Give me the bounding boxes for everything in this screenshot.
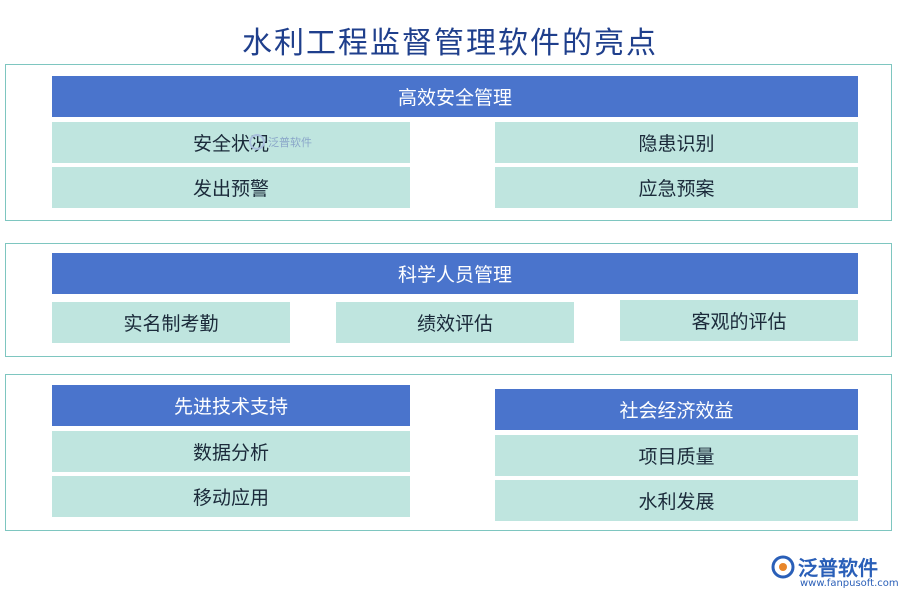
item-realname-attendance: 实名制考勤 bbox=[52, 302, 290, 343]
section-header-personnel: 科学人员管理 bbox=[52, 253, 858, 294]
brand-logo: 泛普软件 www.fanpusoft.com bbox=[770, 552, 899, 592]
logo-name: 泛普软件 bbox=[798, 556, 878, 580]
item-data-analysis: 数据分析 bbox=[52, 431, 410, 472]
item-emergency-plan: 应急预案 bbox=[495, 167, 858, 208]
item-hazard-identification: 隐患识别 bbox=[495, 122, 858, 163]
item-safety-status: 安全状况 bbox=[52, 122, 410, 163]
watermark: 泛普软件 bbox=[248, 131, 318, 153]
item-water-development: 水利发展 bbox=[495, 480, 858, 521]
section-header-safety: 高效安全管理 bbox=[52, 76, 858, 117]
item-mobile-app: 移动应用 bbox=[52, 476, 410, 517]
item-performance-evaluation: 绩效评估 bbox=[336, 302, 574, 343]
section-header-tech-support: 先进技术支持 bbox=[52, 385, 410, 426]
item-objective-evaluation: 客观的评估 bbox=[620, 300, 858, 341]
logo-url: www.fanpusoft.com bbox=[800, 578, 899, 589]
item-project-quality: 项目质量 bbox=[495, 435, 858, 476]
section-header-socioeconomic: 社会经济效益 bbox=[495, 389, 858, 430]
item-issue-warning: 发出预警 bbox=[52, 167, 410, 208]
fanpu-logo-icon bbox=[771, 555, 795, 579]
watermark-text: 泛普软件 bbox=[268, 136, 312, 149]
page-title: 水利工程监督管理软件的亮点 bbox=[242, 26, 658, 61]
watermark-logo-icon bbox=[249, 134, 265, 150]
